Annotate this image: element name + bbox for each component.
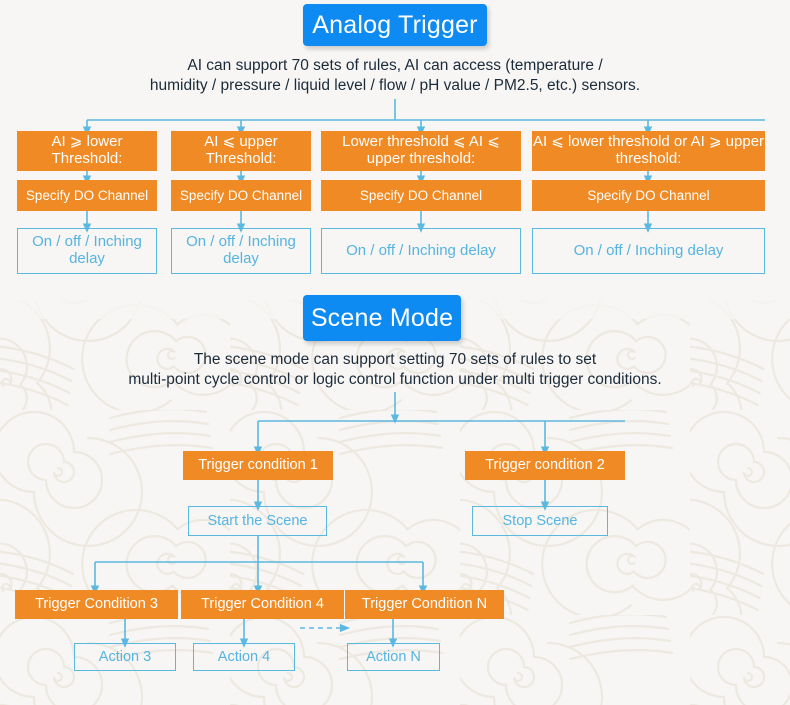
- start-the-scene[interactable]: Start the Scene: [188, 506, 327, 536]
- action-4[interactable]: Action 4: [193, 643, 295, 671]
- analog-trigger-title-label: Analog Trigger: [312, 11, 478, 39]
- analog-condition-2[interactable]: AI ⩽ upper Threshold:: [171, 131, 311, 171]
- analog-result-2[interactable]: On / off / Inching delay: [171, 228, 311, 274]
- analog-specify-do-channel-2-label: Specify DO Channel: [179, 187, 303, 203]
- analog-specify-do-channel-4[interactable]: Specify DO Channel: [532, 180, 765, 211]
- scene-mode-description-line1: The scene mode can support setting 70 se…: [193, 351, 597, 368]
- scene-mode-description: The scene mode can support setting 70 se…: [30, 350, 760, 391]
- start-the-scene-label: Start the Scene: [207, 512, 308, 529]
- analog-result-4-line1: On / off /: [573, 241, 631, 259]
- analog-result-2-line1: On / off /: [186, 233, 244, 251]
- action-3[interactable]: Action 3: [74, 643, 176, 671]
- scene-mode-title-label: Scene Mode: [310, 304, 454, 332]
- trigger-condition-3[interactable]: Trigger Condition 3: [15, 590, 178, 619]
- action-n[interactable]: Action N: [347, 643, 440, 671]
- analog-result-3-line1: On / off /: [346, 241, 404, 259]
- analog-result-1[interactable]: On / off / Inching delay: [17, 228, 157, 274]
- trigger-condition-4[interactable]: Trigger Condition 4: [181, 590, 344, 619]
- analog-result-4-line2: Inching delay: [635, 241, 724, 259]
- analog-condition-4-line1: AI ⩽ lower threshold: [532, 133, 670, 151]
- analog-condition-1-line1: AI ⩾ lower: [51, 133, 123, 151]
- analog-result-3[interactable]: On / off / Inching delay: [321, 228, 521, 274]
- analog-specify-do-channel-3[interactable]: Specify DO Channel: [321, 180, 521, 211]
- scene-mode-title: Scene Mode: [303, 295, 461, 341]
- trigger-condition-n[interactable]: Trigger Condition N: [345, 590, 504, 619]
- analog-condition-3[interactable]: Lower threshold ⩽ AI ⩽ upper threshold:: [321, 131, 521, 171]
- action-n-label: Action N: [366, 648, 421, 665]
- stop-scene[interactable]: Stop Scene: [472, 506, 608, 536]
- analog-specify-do-channel-1[interactable]: Specify DO Channel: [17, 180, 157, 211]
- action-4-label: Action 4: [217, 648, 271, 665]
- analog-specify-do-channel-3-label: Specify DO Channel: [359, 187, 483, 203]
- trigger-condition-1-label: Trigger condition 1: [198, 457, 318, 474]
- scene-mode-description-line2: multi-point cycle control or logic contr…: [128, 371, 662, 389]
- analog-specify-do-channel-1-label: Specify DO Channel: [25, 187, 149, 203]
- trigger-condition-3-label: Trigger Condition 3: [35, 596, 158, 613]
- trigger-condition-1[interactable]: Trigger condition 1: [183, 451, 333, 480]
- analog-specify-do-channel-2[interactable]: Specify DO Channel: [171, 180, 311, 211]
- analog-trigger-title: Analog Trigger: [303, 4, 487, 46]
- analog-trigger-description-line2: humidity / pressure / liquid level / flo…: [149, 77, 641, 95]
- trigger-condition-2[interactable]: Trigger condition 2: [465, 451, 625, 480]
- analog-trigger-description: AI can support 70 sets of rules, AI can …: [45, 56, 745, 97]
- analog-condition-1[interactable]: AI ⩾ lower Threshold:: [17, 131, 157, 171]
- analog-result-1-line1: On / off /: [32, 233, 90, 251]
- analog-condition-2-line2: Threshold:: [205, 150, 277, 167]
- analog-result-3-line2: Inching delay: [407, 241, 496, 259]
- stop-scene-label: Stop Scene: [502, 512, 578, 529]
- analog-result-4[interactable]: On / off / Inching delay: [532, 228, 765, 274]
- analog-condition-3-line1: Lower threshold ⩽ AI: [342, 133, 484, 151]
- analog-condition-1-line2: Threshold:: [51, 150, 123, 167]
- analog-specify-do-channel-4-label: Specify DO Channel: [587, 187, 710, 203]
- analog-trigger-description-line1: AI can support 70 sets of rules, AI can …: [187, 57, 603, 74]
- analog-condition-2-line1: AI ⩽ upper: [204, 133, 278, 151]
- analog-condition-4[interactable]: AI ⩽ lower threshold or AI ⩾ upper thres…: [532, 131, 765, 171]
- trigger-condition-4-label: Trigger Condition 4: [201, 596, 324, 613]
- action-3-label: Action 3: [98, 648, 152, 665]
- trigger-condition-2-label: Trigger condition 2: [485, 457, 605, 474]
- trigger-condition-n-label: Trigger Condition N: [361, 596, 488, 613]
